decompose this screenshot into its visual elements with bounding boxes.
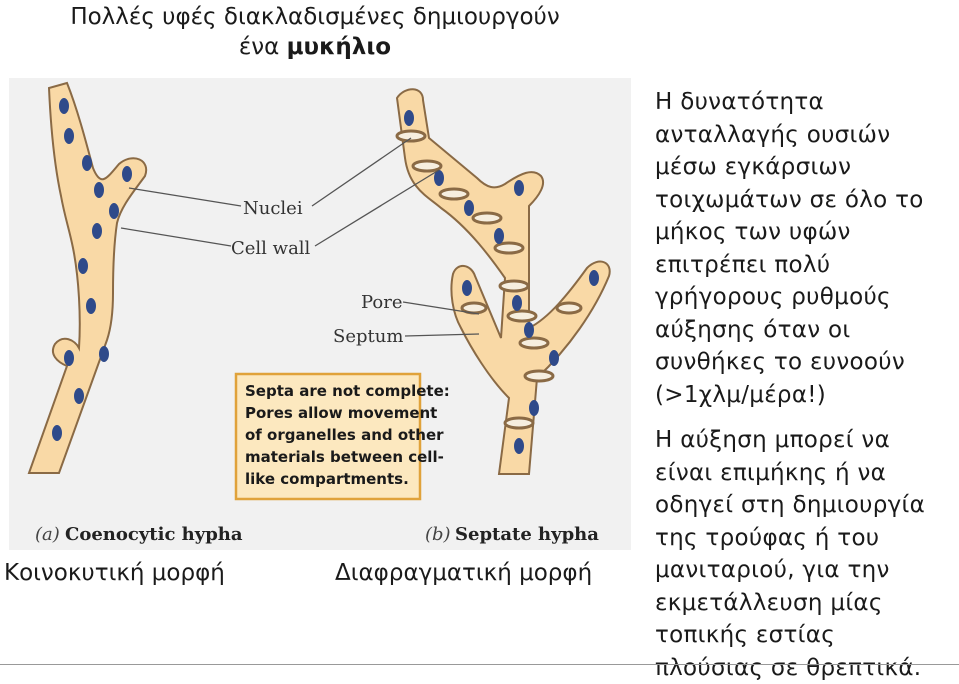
text-line: (>1χλμ/μέρα!) [655, 381, 827, 408]
septum [518, 336, 550, 350]
septum [471, 211, 503, 225]
nucleus [64, 350, 74, 366]
text-line: συνθήκες το ευνοούν [655, 349, 905, 375]
text-line: ανταλλαγής ουσιών [655, 121, 891, 148]
text-line: επιτρέπει πολύ [655, 251, 831, 278]
text-line: μανιταριού, για την [655, 557, 890, 583]
text-line: αύξησης όταν οι [655, 316, 851, 343]
label-nuclei: Nuclei [243, 198, 303, 219]
nucleus [512, 295, 522, 311]
septa-callout: Septa are not complete: Pores allow move… [234, 372, 450, 501]
slide-title: Πολλές υφές διακλαδισμένες δημιουργούν έ… [0, 2, 630, 62]
nucleus [529, 400, 539, 416]
nucleus [464, 200, 474, 216]
septum [503, 416, 535, 430]
title-prefix: ένα [238, 34, 287, 60]
callout-line-2: Pores allow movement [245, 404, 437, 422]
text-line: της τρούφας ή του [655, 524, 880, 551]
septate-hypha [395, 88, 611, 475]
nucleus [434, 170, 444, 186]
coenocytic-hypha-body [27, 81, 148, 474]
title-bold-term: μυκήλιο [286, 34, 392, 60]
septum [506, 309, 538, 323]
callout-line-1: Septa are not complete: [245, 382, 450, 400]
text-line: οδηγεί στη δημιουργία [655, 492, 926, 518]
nucleus [94, 182, 104, 198]
callout-line-5: like compartments. [245, 470, 409, 488]
nucleus [86, 298, 96, 314]
nucleus [92, 223, 102, 239]
nucleus [82, 155, 92, 171]
nucleus [109, 203, 119, 219]
text-line: τοπικής εστίας [655, 622, 835, 648]
label-cell-wall: Cell wall [231, 238, 311, 259]
septum [493, 241, 525, 255]
bottom-divider [0, 664, 959, 665]
paragraph-growth: Η αύξηση μπορεί να είναι επιμήκης ή να ο… [655, 424, 925, 684]
text-line: μήκος των υφών [655, 219, 851, 245]
caption-a-text: Coenocytic hypha [65, 524, 243, 545]
text-line: τοιχωμάτων σε όλο το [655, 186, 924, 213]
title-line-1: Πολλές υφές διακλαδισμένες δημιουργούν [70, 4, 560, 30]
nucleus [122, 166, 132, 182]
text-line: πλούσιας σε θρεπτικά. [655, 654, 922, 681]
title-line-2: ένα μυκήλιο [0, 32, 630, 62]
text-line: μέσω εγκάρσιων [655, 154, 852, 180]
caption-b-text: Septate hypha [455, 524, 599, 545]
nucleus [99, 346, 109, 362]
nucleus [524, 322, 534, 338]
coenocytic-hypha [27, 81, 148, 474]
hyphae-figure: Nuclei Cell wall Pore Septum Septa are n… [9, 78, 631, 550]
nucleus [404, 110, 414, 126]
nucleus [78, 258, 88, 274]
text-line: εκμετάλλευση μίας [655, 589, 883, 616]
septate-hypha-body [395, 88, 611, 475]
septum [395, 129, 427, 143]
septum [555, 301, 583, 315]
caption-a-letter: (a) [35, 524, 60, 545]
text-line: Η αύξηση μπορεί να [655, 427, 891, 453]
nucleus [74, 388, 84, 404]
text-line: γρήγορους ρυθμούς [655, 284, 891, 310]
text-line: είναι επιμήκης ή να [655, 459, 887, 486]
nucleus [514, 438, 524, 454]
label-pore: Pore [361, 292, 402, 313]
caption-septate: Διαφραγματική μορφή [335, 560, 593, 586]
caption-b-letter: (b) [425, 524, 451, 545]
nucleus [52, 425, 62, 441]
caption-coenocytic: Κοινοκυτική μορφή [4, 560, 225, 586]
nucleus [589, 270, 599, 286]
nucleus [462, 280, 472, 296]
label-septum: Septum [333, 326, 403, 347]
septum [523, 369, 555, 383]
nucleus [59, 98, 69, 114]
hyphae-diagram: Nuclei Cell wall Pore Septum Septa are n… [27, 81, 611, 545]
nucleus [549, 350, 559, 366]
nucleus [514, 180, 524, 196]
callout-line-3: of organelles and other [245, 426, 444, 444]
leader-lines [120, 137, 480, 337]
nucleus [494, 228, 504, 244]
paragraph-exchange: Η δυνατότητα ανταλλαγής ουσιών μέσω εγκά… [655, 86, 924, 411]
septum [438, 187, 470, 201]
nucleus [64, 128, 74, 144]
septum [498, 279, 530, 293]
text-line: Η δυνατότητα [655, 89, 824, 115]
septum [411, 159, 443, 173]
callout-line-4: materials between cell- [245, 448, 444, 466]
callout-box [234, 372, 422, 501]
